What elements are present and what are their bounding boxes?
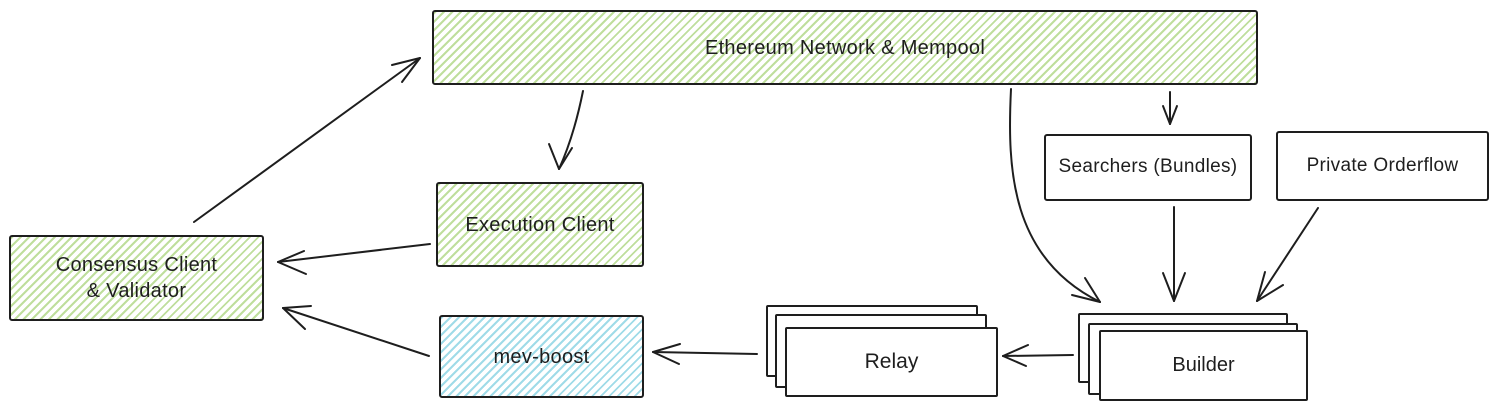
node-builder: Builder [1078, 313, 1310, 405]
node-searchers-bundles: Searchers (Bundles) [1044, 134, 1252, 201]
execution-client-label: Execution Client [465, 213, 615, 236]
node-private-orderflow: Private Orderflow [1276, 131, 1489, 201]
node-relay: Relay [766, 305, 998, 398]
ethereum-network-mempool-label: Ethereum Network & Mempool [704, 36, 986, 59]
arrow-execution-to-consensus [277, 243, 431, 275]
mev-boost-label: mev-boost [493, 345, 590, 368]
arrow-consensus-to-ethereum [193, 57, 421, 223]
builder-label: Builder [1172, 354, 1235, 376]
arrow-mevboost-to-consensus [282, 305, 430, 357]
node-consensus-client-validator: Consensus Client & Validator [9, 235, 264, 321]
builder-stack-front: Builder [1099, 330, 1308, 401]
consensus-client-validator-label: Consensus Client & Validator [55, 254, 218, 302]
node-ethereum-network-mempool: Ethereum Network & Mempool [432, 10, 1258, 85]
relay-stack-front: Relay [785, 327, 998, 397]
arrow-searchers-to-builder [1162, 206, 1186, 302]
arrow-relay-to-mevboost [652, 343, 758, 365]
arrow-ethereum-to-searchers [1162, 91, 1178, 125]
node-execution-client: Execution Client [436, 182, 644, 267]
private-orderflow-label: Private Orderflow [1306, 154, 1459, 176]
arrow-ethereum-to-execution [548, 90, 584, 170]
arrow-builder-to-relay [1002, 344, 1074, 367]
relay-label: Relay [864, 350, 919, 373]
searchers-bundles-label: Searchers (Bundles) [1058, 156, 1238, 178]
node-mev-boost: mev-boost [439, 315, 644, 398]
arrow-orderflow-to-builder [1256, 207, 1319, 302]
